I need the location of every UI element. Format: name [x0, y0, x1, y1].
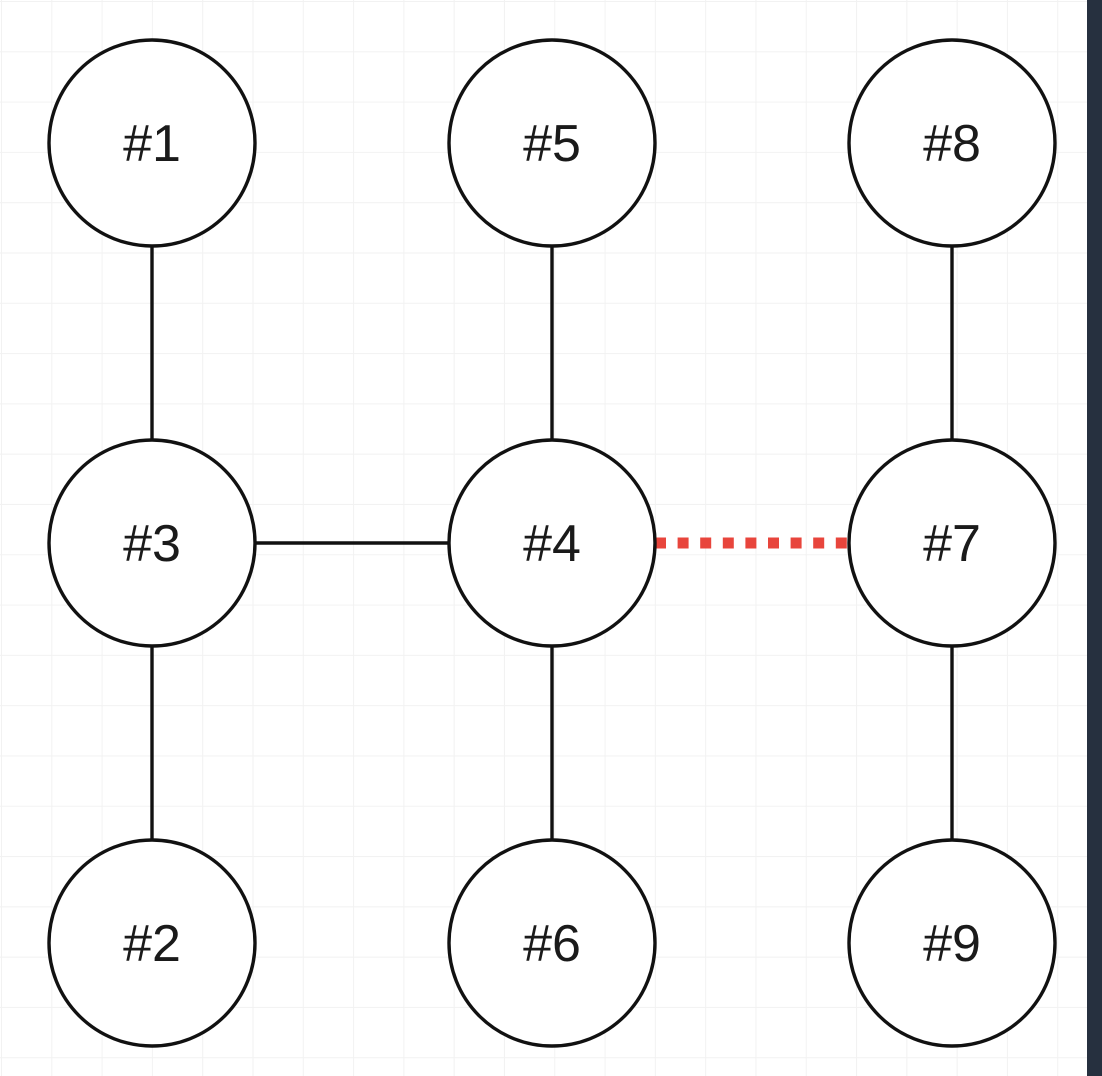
node-label-n5: #5 — [523, 115, 581, 173]
node-label-n4: #4 — [523, 515, 581, 573]
node-circle-n4[interactable] — [447, 438, 657, 648]
node-circle-n1[interactable] — [47, 38, 257, 248]
node-circle-n9[interactable] — [847, 838, 1057, 1048]
node-label-n9: #9 — [923, 915, 981, 973]
node-label-n6: #6 — [523, 915, 581, 973]
graph-node[interactable]: #7 — [847, 438, 1057, 648]
graph-node[interactable]: #3 — [47, 438, 257, 648]
graph-node[interactable]: #9 — [847, 838, 1057, 1048]
node-circle-n5[interactable] — [447, 38, 657, 248]
graph-node[interactable]: #4 — [447, 438, 657, 648]
node-circle-n2[interactable] — [47, 838, 257, 1048]
edges-layer — [150, 246, 954, 840]
node-label-n3: #3 — [123, 515, 181, 573]
node-circle-n8[interactable] — [847, 38, 1057, 248]
node-label-n1: #1 — [123, 115, 181, 173]
graph-node[interactable]: #6 — [447, 838, 657, 1048]
graph-node[interactable]: #5 — [447, 38, 657, 248]
node-label-n2: #2 — [123, 915, 181, 973]
node-circle-n6[interactable] — [447, 838, 657, 1048]
node-circle-n3[interactable] — [47, 438, 257, 648]
nodes-layer: #1 #2 #3 #4 #5 #6 #7 #8 #9 — [47, 38, 1057, 1048]
graph-node[interactable]: #8 — [847, 38, 1057, 248]
node-circle-n7[interactable] — [847, 438, 1057, 648]
node-label-n8: #8 — [923, 115, 981, 173]
right-gutter-panel — [1087, 0, 1102, 1076]
graph-node[interactable]: #1 — [47, 38, 257, 248]
graph-node[interactable]: #2 — [47, 838, 257, 1048]
node-label-n7: #7 — [923, 515, 981, 573]
